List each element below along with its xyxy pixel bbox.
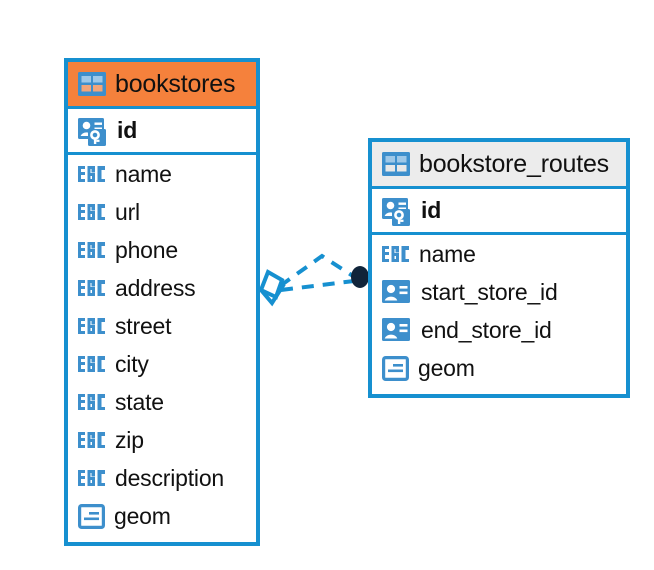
field-list-bookstore-routes: id name start_store_id	[372, 189, 626, 391]
abc-icon	[78, 394, 105, 410]
field-row-phone[interactable]: phone	[68, 231, 256, 269]
field-name-routes-geom: geom	[418, 354, 475, 381]
table-grid-icon	[78, 72, 106, 96]
field-row-end-store-id[interactable]: end_store_id	[372, 311, 626, 349]
field-name-start-store-id: start_store_id	[421, 278, 558, 305]
field-row-zip[interactable]: zip	[68, 421, 256, 459]
geometry-icon	[78, 503, 105, 529]
abc-icon	[382, 246, 409, 262]
abc-icon	[78, 204, 105, 220]
badge-icon	[382, 280, 410, 303]
field-row-url[interactable]: url	[68, 193, 256, 231]
field-name-phone: phone	[115, 236, 178, 263]
field-row-address[interactable]: address	[68, 269, 256, 307]
field-row-routes-id[interactable]: id	[372, 189, 626, 235]
entity-bookstores[interactable]: bookstores id	[64, 58, 260, 546]
badge-icon	[382, 318, 410, 341]
field-row-state[interactable]: state	[68, 383, 256, 421]
field-name-routes-id: id	[421, 197, 442, 223]
field-row-description[interactable]: description	[68, 459, 256, 497]
field-name-address: address	[115, 274, 196, 301]
field-row-start-store-id[interactable]: start_store_id	[372, 273, 626, 311]
relationship-diamond-tail	[259, 282, 286, 307]
relationship-circle-marker	[351, 266, 369, 288]
relationship-diamond-marker	[258, 269, 285, 300]
entity-bookstore-routes[interactable]: bookstore_routes id	[368, 138, 630, 398]
entity-header-bookstore-routes[interactable]: bookstore_routes	[372, 142, 626, 189]
key-badge-icon	[78, 117, 106, 146]
field-row-routes-name[interactable]: name	[372, 235, 626, 273]
field-row-street[interactable]: street	[68, 307, 256, 345]
relationship-line-end-store-id	[278, 253, 358, 288]
field-row-geom[interactable]: geom	[68, 497, 256, 535]
field-name-end-store-id: end_store_id	[421, 316, 552, 343]
geometry-icon	[382, 355, 409, 381]
field-row-id[interactable]: id	[68, 109, 256, 155]
field-name-url: url	[115, 198, 140, 225]
field-row-city[interactable]: city	[68, 345, 256, 383]
key-badge-icon	[382, 197, 410, 226]
abc-icon	[78, 280, 105, 296]
abc-icon	[78, 166, 105, 182]
table-grid-icon	[382, 152, 410, 176]
abc-icon	[78, 242, 105, 258]
abc-icon	[78, 356, 105, 372]
entity-title-bookstores: bookstores	[115, 69, 236, 98]
entity-title-bookstore-routes: bookstore_routes	[419, 149, 609, 178]
field-name-description: description	[115, 464, 225, 491]
field-list-bookstores: id name url	[68, 109, 256, 539]
field-name-id: id	[117, 117, 138, 143]
entity-header-bookstores[interactable]: bookstores	[68, 62, 256, 109]
field-name-city: city	[115, 350, 149, 377]
field-name-name: name	[115, 160, 172, 187]
field-name-state: state	[115, 388, 164, 415]
field-name-street: street	[115, 312, 172, 339]
abc-icon	[78, 318, 105, 334]
field-name-routes-name: name	[419, 240, 476, 267]
field-row-name[interactable]: name	[68, 155, 256, 193]
abc-icon	[78, 432, 105, 448]
abc-icon	[78, 470, 105, 486]
relationship-line-start-store-id	[280, 279, 355, 292]
field-name-zip: zip	[115, 426, 144, 453]
field-row-routes-geom[interactable]: geom	[372, 349, 626, 387]
field-name-geom: geom	[114, 502, 171, 529]
